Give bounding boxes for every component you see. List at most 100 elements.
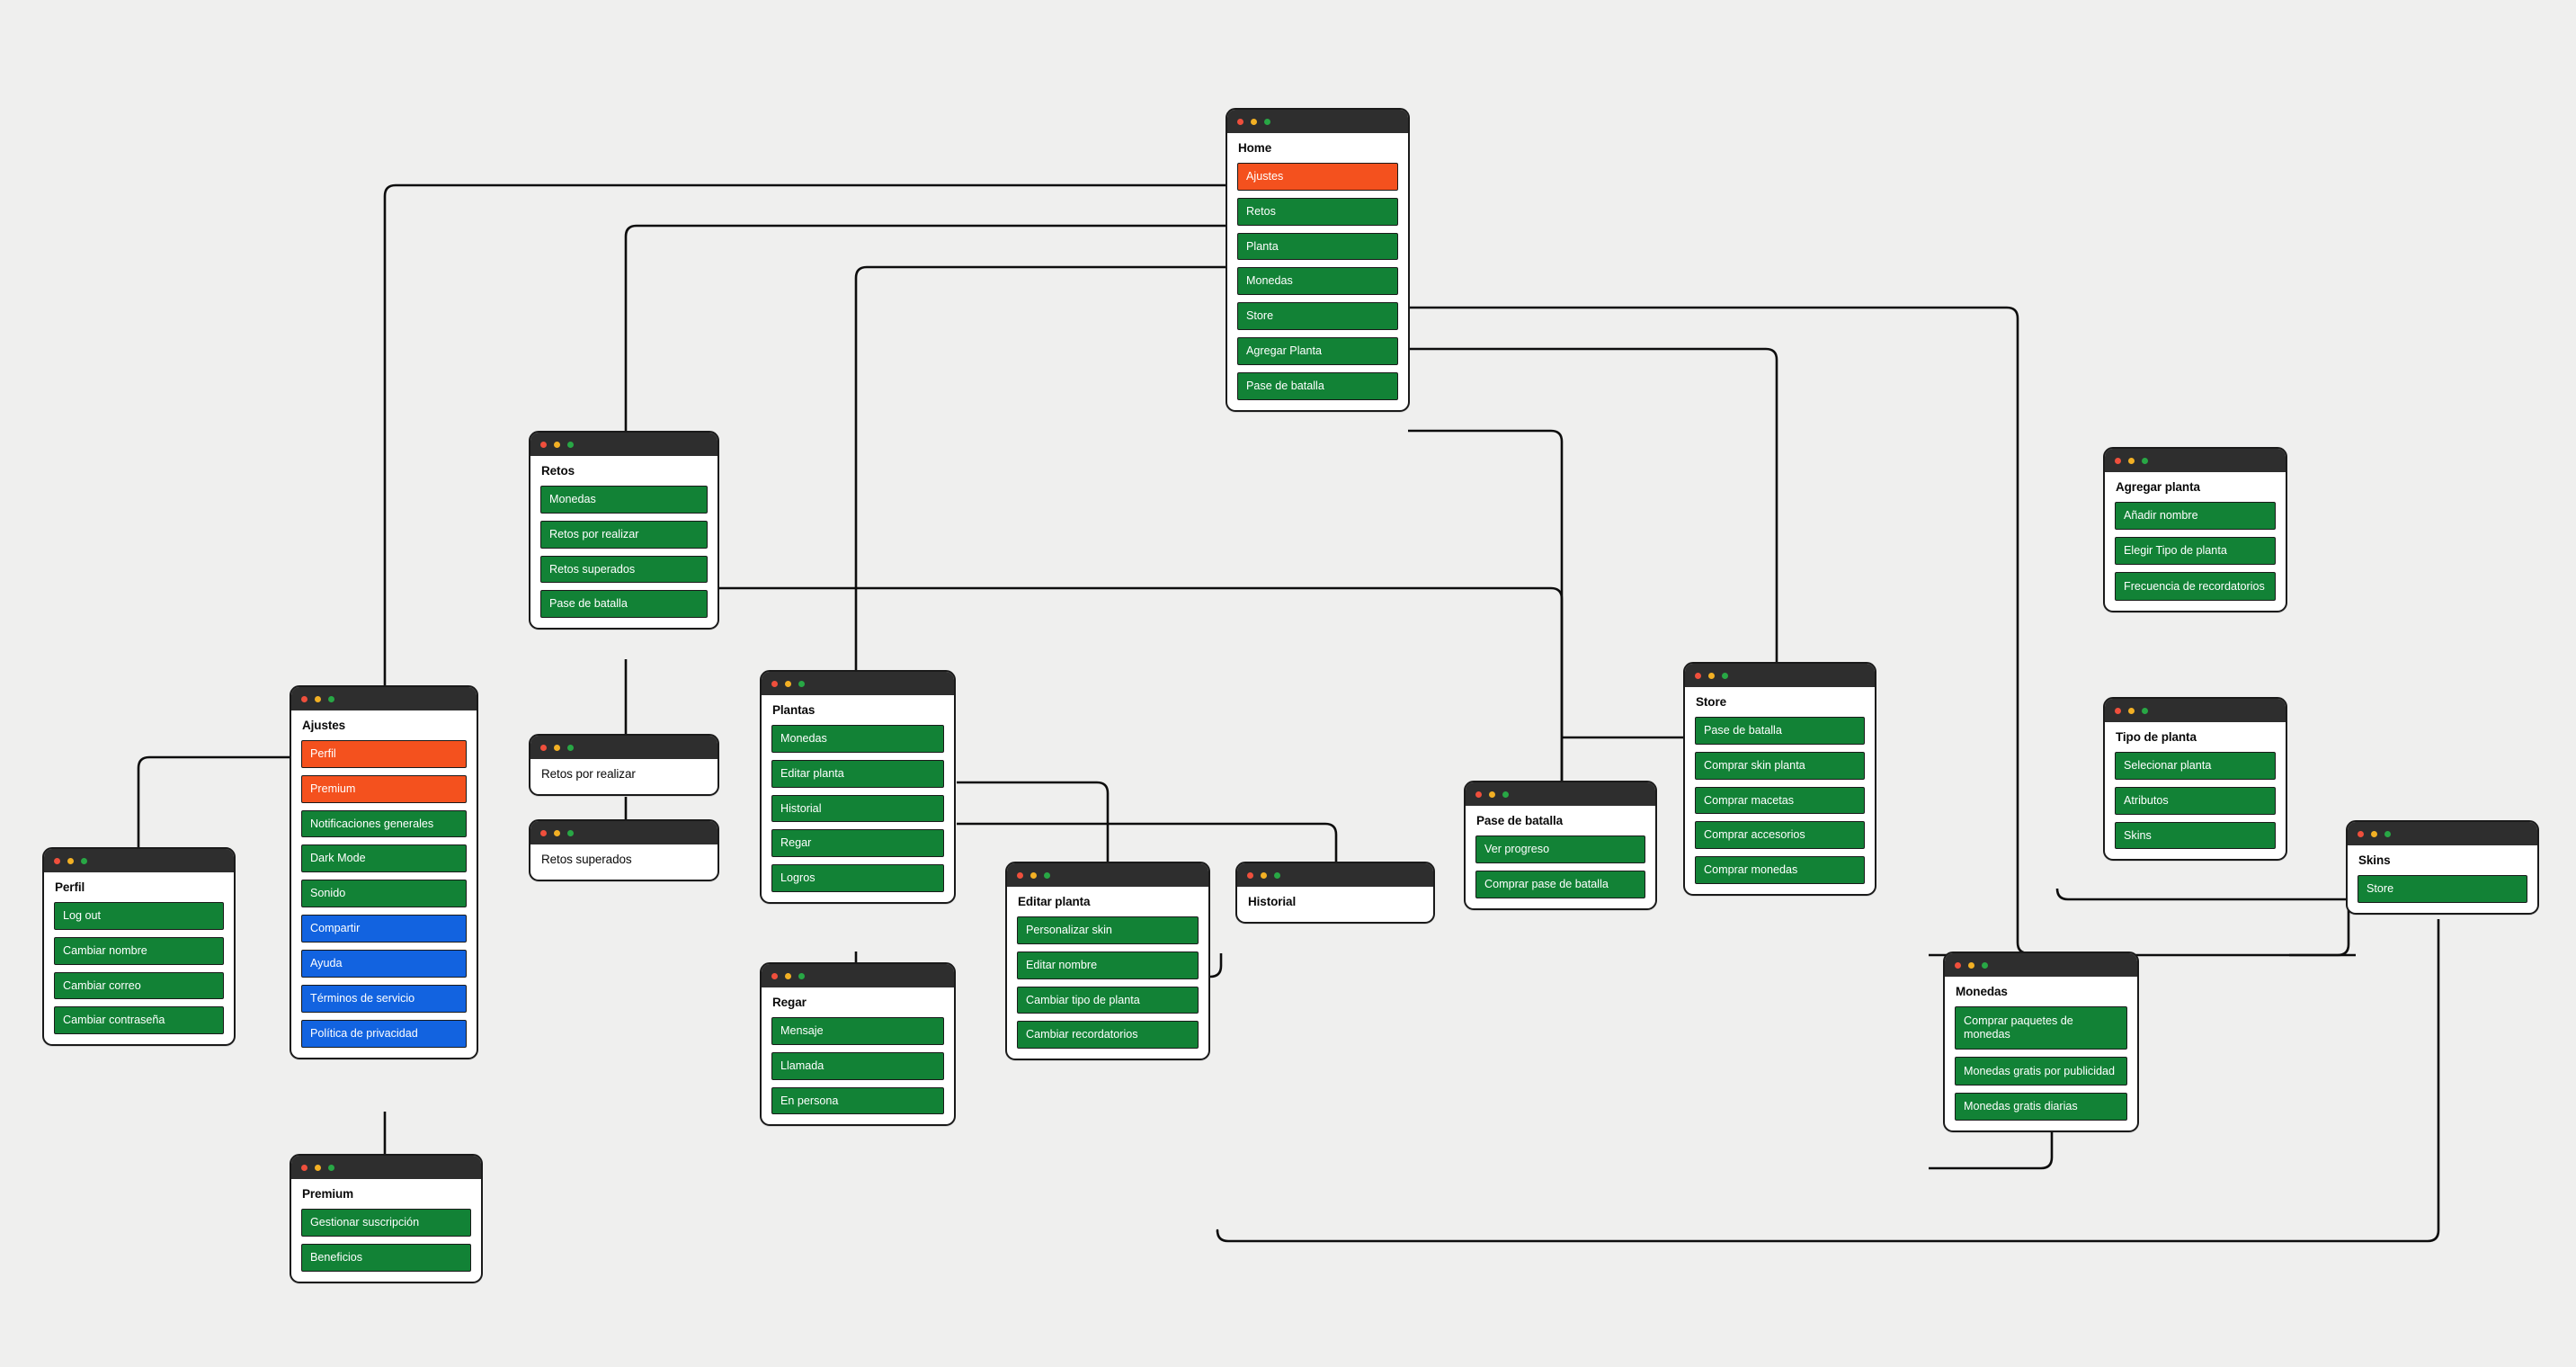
maximize-icon[interactable] [1722,672,1728,679]
button-skins-store[interactable]: Store [2358,874,2527,903]
close-icon[interactable] [1237,118,1243,125]
button-editar-cambiar-tipo[interactable]: Cambiar tipo de planta [1017,986,1199,1014]
window-retos-por-realizar[interactable]: Retos por realizar [529,734,719,796]
window-agregar-planta[interactable]: Agregar planta Añadir nombre Elegir Tipo… [2103,447,2287,613]
button-home-monedas[interactable]: Monedas [1237,267,1398,296]
button-plantas-regar[interactable]: Regar [771,829,944,858]
button-ajustes-perfil[interactable]: Perfil [301,739,467,768]
window-editar-planta[interactable]: Editar planta Personalizar skin Editar n… [1005,862,1210,1061]
minimize-icon[interactable] [315,695,321,702]
window-tipo-de-planta[interactable]: Tipo de planta Selecionar planta Atribut… [2103,697,2287,862]
button-perfil-cambiar-correo[interactable]: Cambiar correo [54,971,224,1000]
maximize-icon[interactable] [1044,871,1050,879]
window-home[interactable]: Home Ajustes Retos Planta Monedas Store … [1226,108,1410,412]
close-icon[interactable] [540,441,547,448]
minimize-icon[interactable] [554,744,560,751]
button-monedas-gratis-diarias[interactable]: Monedas gratis diarias [1955,1093,2127,1121]
maximize-icon[interactable] [1274,871,1280,879]
button-home-agregar-planta[interactable]: Agregar Planta [1237,337,1398,365]
button-plantas-logros[interactable]: Logros [771,864,944,893]
close-icon[interactable] [1475,791,1482,798]
button-plantas-historial[interactable]: Historial [771,794,944,823]
button-pase-ver-progreso[interactable]: Ver progreso [1475,835,1645,863]
button-ajustes-dark-mode[interactable]: Dark Mode [301,844,467,873]
window-monedas[interactable]: Monedas Comprar paquetes de monedas Mone… [1943,952,2139,1133]
button-editar-personalizar-skin[interactable]: Personalizar skin [1017,916,1199,944]
close-icon[interactable] [301,695,308,702]
minimize-icon[interactable] [2128,707,2135,714]
close-icon[interactable] [1017,871,1023,879]
minimize-icon[interactable] [1968,961,1974,969]
minimize-icon[interactable] [2371,830,2377,837]
button-home-retos[interactable]: Retos [1237,197,1398,226]
button-pase-comprar[interactable]: Comprar pase de batalla [1475,870,1645,898]
button-premium-beneficios[interactable]: Beneficios [301,1243,471,1272]
maximize-icon[interactable] [798,680,805,687]
minimize-icon[interactable] [1708,672,1715,679]
close-icon[interactable] [1247,871,1253,879]
button-store-comprar-monedas[interactable]: Comprar monedas [1695,856,1865,885]
window-ajustes[interactable]: Ajustes Perfil Premium Notificaciones ge… [290,685,478,1059]
minimize-icon[interactable] [1030,871,1037,879]
maximize-icon[interactable] [1982,961,1988,969]
button-retos-por-realizar[interactable]: Retos por realizar [540,520,708,549]
button-regar-en-persona[interactable]: En persona [771,1086,944,1115]
button-home-store[interactable]: Store [1237,302,1398,331]
button-agregar-anadir-nombre[interactable]: Añadir nombre [2115,501,2276,530]
button-home-ajustes[interactable]: Ajustes [1237,162,1398,191]
button-perfil-cambiar-nombre[interactable]: Cambiar nombre [54,936,224,965]
minimize-icon[interactable] [785,680,791,687]
button-ajustes-terminos[interactable]: Términos de servicio [301,984,467,1013]
minimize-icon[interactable] [1489,791,1495,798]
button-tipo-selecionar-planta[interactable]: Selecionar planta [2115,751,2276,780]
button-store-comprar-skin[interactable]: Comprar skin planta [1695,751,1865,780]
button-retos-pase-de-batalla[interactable]: Pase de batalla [540,590,708,619]
window-retos-superados[interactable]: Retos superados [529,819,719,881]
close-icon[interactable] [54,857,60,864]
close-icon[interactable] [2358,830,2364,837]
maximize-icon[interactable] [2384,830,2391,837]
close-icon[interactable] [771,972,778,979]
button-ajustes-compartir[interactable]: Compartir [301,915,467,943]
minimize-icon[interactable] [1251,118,1257,125]
button-editar-cambiar-recordatorios[interactable]: Cambiar recordatorios [1017,1021,1199,1050]
button-retos-monedas[interactable]: Monedas [540,485,708,514]
button-ajustes-politica[interactable]: Política de privacidad [301,1019,467,1048]
window-retos[interactable]: Retos Monedas Retos por realizar Retos s… [529,431,719,630]
button-agregar-frecuencia[interactable]: Frecuencia de recordatorios [2115,571,2276,602]
maximize-icon[interactable] [1264,118,1270,125]
button-regar-mensaje[interactable]: Mensaje [771,1016,944,1045]
button-ajustes-ayuda[interactable]: Ayuda [301,950,467,978]
minimize-icon[interactable] [2128,457,2135,464]
window-pase-de-batalla[interactable]: Pase de batalla Ver progreso Comprar pas… [1464,781,1657,910]
button-regar-llamada[interactable]: Llamada [771,1051,944,1080]
window-plantas[interactable]: Plantas Monedas Editar planta Historial … [760,670,956,905]
maximize-icon[interactable] [567,441,574,448]
window-perfil[interactable]: Perfil Log out Cambiar nombre Cambiar co… [42,847,236,1047]
close-icon[interactable] [771,680,778,687]
minimize-icon[interactable] [315,1164,321,1171]
minimize-icon[interactable] [554,441,560,448]
button-perfil-cambiar-contrasena[interactable]: Cambiar contraseña [54,1006,224,1035]
button-retos-superados[interactable]: Retos superados [540,555,708,584]
button-editar-nombre[interactable]: Editar nombre [1017,951,1199,979]
button-agregar-elegir-tipo[interactable]: Elegir Tipo de planta [2115,536,2276,565]
button-store-comprar-macetas[interactable]: Comprar macetas [1695,786,1865,815]
window-premium[interactable]: Premium Gestionar suscripción Beneficios [290,1154,483,1283]
maximize-icon[interactable] [567,744,574,751]
minimize-icon[interactable] [785,972,791,979]
maximize-icon[interactable] [2142,707,2148,714]
minimize-icon[interactable] [554,829,560,836]
button-plantas-monedas[interactable]: Monedas [771,724,944,753]
minimize-icon[interactable] [67,857,74,864]
button-premium-gestionar[interactable]: Gestionar suscripción [301,1208,471,1237]
close-icon[interactable] [301,1164,308,1171]
maximize-icon[interactable] [81,857,87,864]
button-ajustes-notificaciones[interactable]: Notificaciones generales [301,809,467,838]
window-skins[interactable]: Skins Store [2346,820,2539,915]
close-icon[interactable] [1695,672,1701,679]
button-perfil-log-out[interactable]: Log out [54,901,224,930]
button-home-planta[interactable]: Planta [1237,232,1398,261]
button-plantas-editar-planta[interactable]: Editar planta [771,759,944,788]
close-icon[interactable] [2115,457,2121,464]
